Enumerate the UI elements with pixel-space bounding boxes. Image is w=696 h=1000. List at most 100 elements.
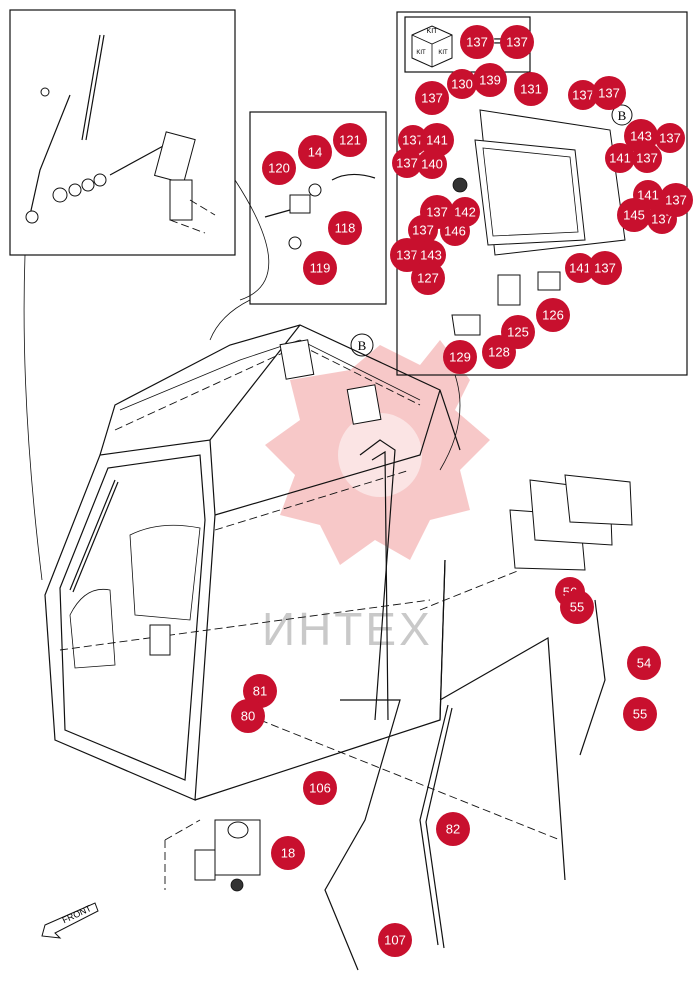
callout-141: 141 [565,253,595,283]
svg-text:106: 106 [309,781,331,796]
svg-text:131: 131 [520,82,542,97]
callout-118: 118 [328,211,362,245]
svg-text:137: 137 [572,88,594,103]
callout-130: 130 [447,69,477,99]
kit-box-icon: KIT KIT KIT [411,25,453,68]
svg-text:125: 125 [507,325,529,340]
svg-text:119: 119 [310,261,331,276]
callout-137: 137 [390,238,424,272]
kit-label-right: KIT [438,50,448,56]
callout-137: 137 [415,81,449,115]
callout-127: 127 [411,261,445,295]
svg-text:140: 140 [421,157,443,172]
svg-text:141: 141 [426,133,448,148]
svg-text:137: 137 [636,151,658,166]
callout-55: 55 [623,697,657,731]
svg-text:130: 130 [451,77,473,92]
callout-106: 106 [303,771,337,805]
svg-text:137: 137 [466,35,488,50]
callout-137: 137 [659,183,693,217]
callout-137: 137 [460,25,494,59]
callout-82: 82 [436,812,470,846]
callout-141: 141 [605,143,635,173]
svg-text:137: 137 [421,91,443,106]
inset-b-label: B [618,108,627,123]
callout-145: 145 [617,198,651,232]
handrails [259,599,606,971]
svg-text:127: 127 [417,271,439,286]
svg-text:121: 121 [339,133,361,148]
kit-label-top: KIT [427,28,439,35]
callout-140: 140 [417,149,447,179]
callout-18: 18 [271,836,305,870]
svg-text:139: 139 [479,73,501,88]
callout-55: 55 [560,590,594,624]
svg-text:143: 143 [420,248,442,263]
callout-141: 141 [420,123,454,157]
svg-text:14: 14 [308,145,322,160]
svg-text:145: 145 [623,208,645,223]
callout-126: 126 [536,298,570,332]
svg-text:81: 81 [253,684,267,699]
svg-text:141: 141 [569,261,591,276]
kit-equals: = [493,33,502,50]
svg-text:141: 141 [637,188,659,203]
callout-107: 107 [378,923,412,957]
wiper-inset [9,9,270,581]
svg-text:137: 137 [598,86,620,101]
svg-text:141: 141 [609,151,631,166]
cab-b-label: B [358,338,367,353]
svg-text:18: 18 [281,846,295,861]
callout-137: 137 [408,215,438,245]
svg-text:137: 137 [506,35,528,50]
svg-text:107: 107 [384,933,406,948]
callout-80: 80 [231,699,265,733]
callout-129: 129 [443,340,477,374]
svg-text:137: 137 [396,248,418,263]
front-arrow: FRONT [41,902,99,939]
bracket-18 [164,819,261,892]
window-inset [396,11,688,471]
svg-text:137: 137 [665,193,687,208]
svg-text:54: 54 [637,656,651,671]
svg-text:142: 142 [454,205,476,220]
svg-text:137: 137 [396,156,418,171]
svg-text:118: 118 [335,221,356,236]
callout-137: 137 [392,148,422,178]
svg-text:137: 137 [659,131,681,146]
svg-text:143: 143 [630,129,652,144]
callout-14: 14 [298,135,332,169]
svg-text:82: 82 [446,822,460,837]
callout-group: 137 137 137 130 139 131 137 137 137 141 … [231,25,693,957]
callout-137: 137 [500,25,534,59]
callout-139: 139 [473,63,507,97]
svg-text:126: 126 [542,308,564,323]
callout-137: 137 [398,125,428,155]
callout-54: 54 [627,646,661,680]
callout-137: 137 [568,80,598,110]
svg-text:137: 137 [402,133,424,148]
svg-text:146: 146 [444,224,466,239]
callout-131: 131 [514,72,548,106]
callout-137: 137 [655,123,685,153]
cab-frame [44,324,461,801]
connector-inset [209,111,387,341]
lamp-assembly [419,474,633,611]
callout-119: 119 [303,251,337,285]
svg-text:128: 128 [488,345,510,360]
callout-137: 137 [632,143,662,173]
callout-146: 146 [440,216,470,246]
svg-text:137: 137 [426,205,448,220]
callout-128: 128 [482,335,516,369]
svg-text:120: 120 [268,161,290,176]
svg-text:137: 137 [651,212,673,227]
svg-text:55: 55 [570,600,584,615]
callout-137: 137 [588,251,622,285]
svg-text:80: 80 [241,709,255,724]
svg-text:129: 129 [449,350,471,365]
callout-120: 120 [262,151,296,185]
svg-text:137: 137 [594,261,616,276]
svg-text:137: 137 [412,223,434,238]
kit-label-left: KIT [416,50,426,56]
